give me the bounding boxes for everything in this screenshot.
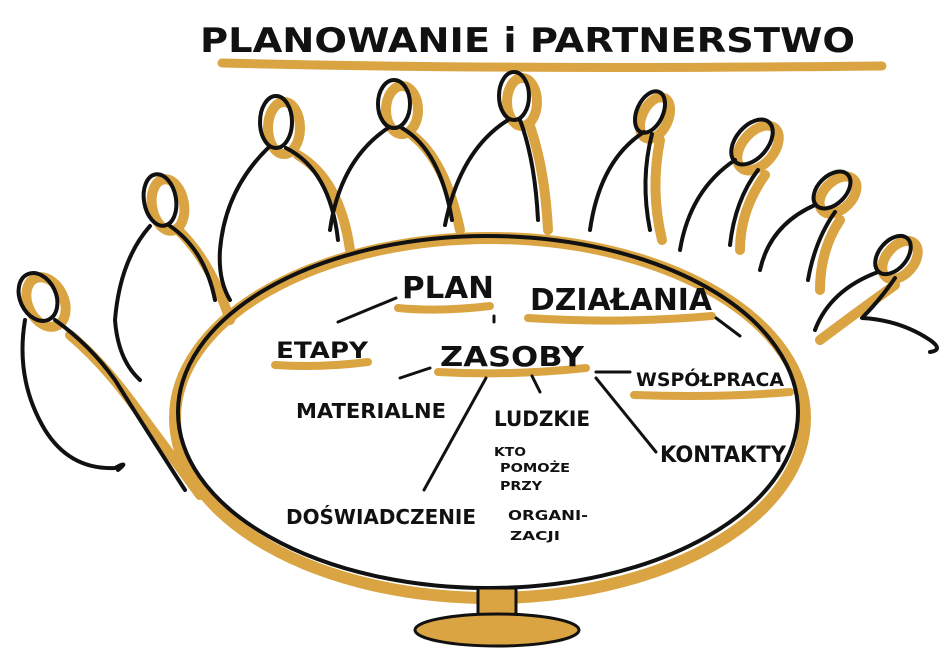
label-zasoby: ZASOBY (440, 340, 585, 373)
label-wspolpraca: WSPÓŁPRACA (636, 367, 784, 391)
label-underlines (271, 302, 794, 400)
label-etapy: ETAPY (276, 339, 369, 364)
label-organi: ORGANI- (508, 509, 588, 524)
page-title: PLANOWANIE i PARTNERSTWO (200, 21, 855, 61)
label-kontakty: KONTAKTY (660, 443, 787, 468)
label-ludzkie: LUDZKIE (494, 407, 590, 431)
people-outlines (16, 70, 939, 492)
label-przy: PRZY (500, 479, 542, 493)
label-plan: PLAN (402, 271, 494, 306)
label-zacji: ZACJI (510, 529, 560, 543)
label-kto: KTO (494, 445, 526, 459)
connector-lines (336, 296, 742, 492)
label-doswiadczenie: DOŚWIADCZENIE (286, 505, 476, 529)
title-underline (217, 58, 887, 72)
label-dzialania: DZIAŁANIA (530, 283, 713, 318)
people-shadows (21, 73, 923, 500)
table-base (413, 612, 581, 648)
label-materialne: MATERIALNE (296, 399, 446, 423)
label-pomoze: POMOŻE (500, 460, 570, 475)
